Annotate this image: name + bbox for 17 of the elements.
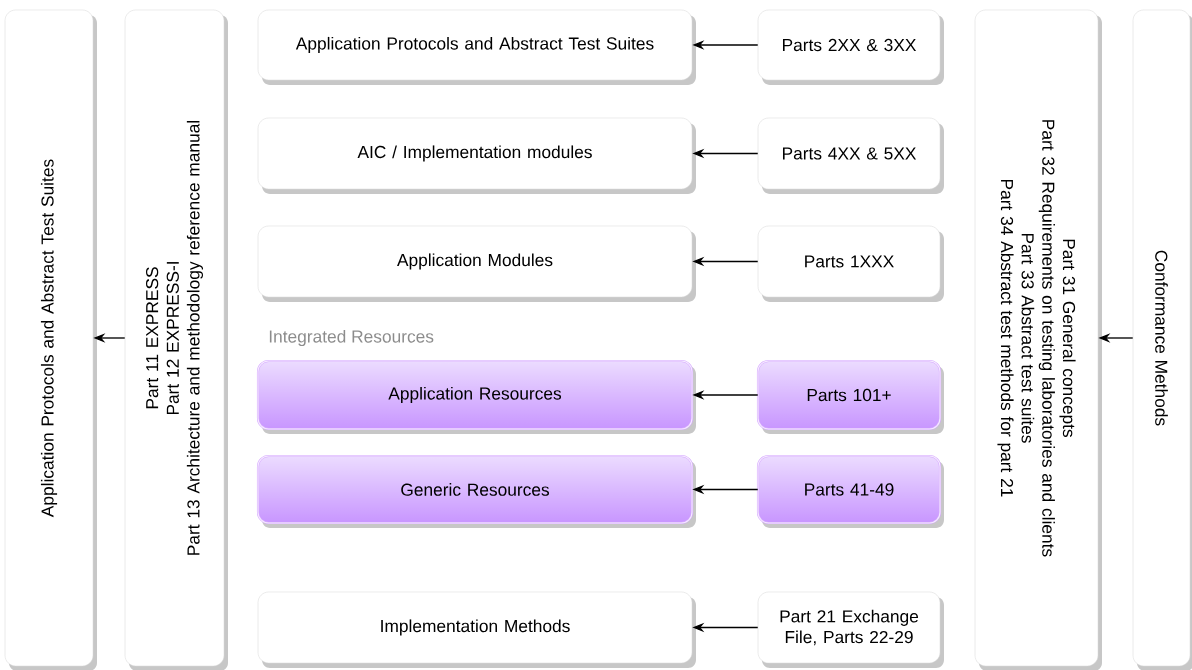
- resource-box: Application Resources: [256, 359, 696, 434]
- process-box: AIC / Implementation modules: [257, 117, 696, 194]
- process-box: Application Modules: [257, 225, 696, 302]
- process-box: Parts 4XX & 5XX: [757, 117, 944, 194]
- resource-box: Parts 41-49: [756, 454, 944, 528]
- process-box: Parts 2XX & 3XX: [757, 9, 944, 85]
- process-box: Part 31 General concepts Part 32 Requirements on testing laboratories and clients Part 33 Abstract test suites Part 34 Abstract test methods for part 21: [974, 9, 1102, 670]
- process-box: Part 21 Exchange File, Parts 22-29: [757, 591, 944, 668]
- process-box: Application Protocols and Abstract Test Suites: [257, 9, 696, 85]
- resource-box: Generic Resources: [256, 454, 696, 528]
- resource-box: Parts 101+: [756, 359, 944, 434]
- process-box: Conformance Methods: [1132, 9, 1192, 670]
- group-label: Integrated Resources: [269, 329, 434, 347]
- process-box: Part 11 EXPRESS Part 12 EXPRESS-I Part 13 Architecture and methodology reference manual: [124, 9, 228, 670]
- process-box: Implementation Methods: [257, 591, 696, 668]
- process-box: Parts 1XXX: [757, 225, 944, 302]
- process-box: Application Protocols and Abstract Test Suites: [4, 9, 97, 670]
